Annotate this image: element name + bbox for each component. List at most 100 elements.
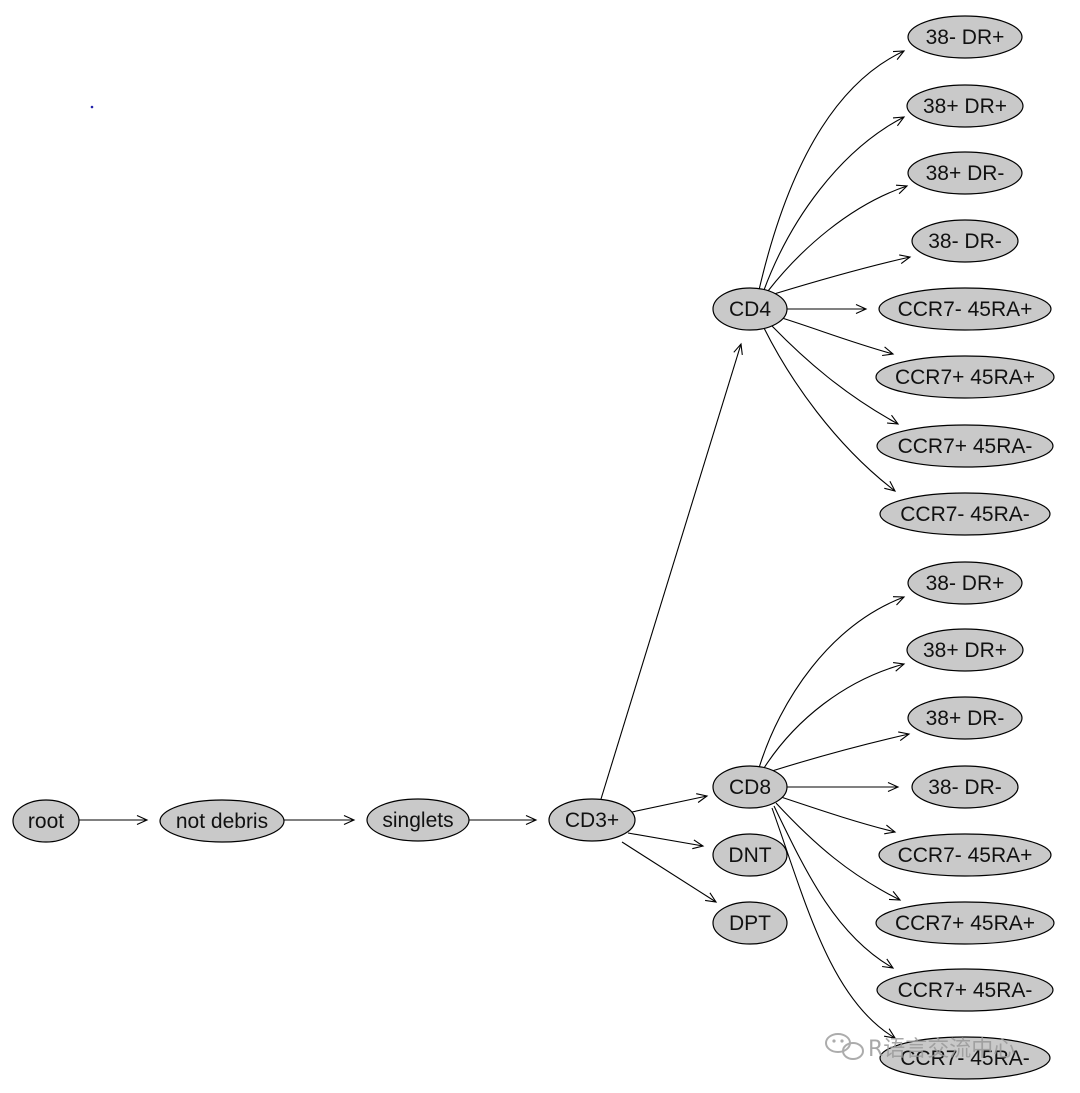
node-notdebris: not debris	[159, 799, 285, 843]
arrowhead	[886, 414, 900, 425]
node-ellipse	[366, 798, 470, 842]
edge-cd3-to-cd8	[631, 793, 709, 813]
arrowhead	[343, 814, 356, 826]
watermark-text: R语言交流中心	[868, 1037, 1015, 1062]
node-label: CCR7+ 45RA-	[898, 435, 1033, 458]
node-ellipse	[712, 765, 788, 809]
node-ellipse	[159, 799, 285, 843]
edge-cd8-to-cd8_d	[787, 781, 900, 793]
arrowhead	[136, 814, 149, 826]
node-cd4-e: CCR7- 45RA+	[878, 287, 1052, 331]
node-cd4-d: 38- DR-	[911, 219, 1019, 263]
node-cd8-e: CCR7- 45RA+	[878, 833, 1052, 877]
node-dpt: DPT	[712, 901, 788, 945]
node-cd8-d: 38- DR-	[911, 765, 1019, 809]
node-label: 38- DR+	[926, 26, 1005, 49]
node-ellipse	[879, 492, 1051, 536]
node-ellipse	[875, 355, 1055, 399]
arrowhead	[696, 793, 709, 803]
arrowhead	[705, 892, 718, 903]
node-cd8-g: CCR7+ 45RA-	[876, 968, 1054, 1012]
arrowhead	[882, 958, 895, 969]
node-label: 38- DR+	[926, 572, 1005, 595]
node-label: CD4	[729, 298, 771, 321]
edge-root-to-notdebris	[79, 814, 149, 826]
arrowhead	[887, 781, 900, 793]
node-ellipse	[548, 798, 636, 842]
node-cd8-h: CCR7- 45RA-	[879, 1036, 1051, 1080]
edge-cd8-to-cd8_h	[771, 807, 897, 1039]
node-cd8-f: CCR7+ 45RA+	[875, 901, 1055, 945]
arrowhead	[888, 891, 902, 901]
node-label: CCR7- 45RA+	[898, 298, 1033, 321]
node-label: DNT	[728, 844, 771, 867]
arrowhead	[898, 731, 911, 742]
watermark: R语言交流中心	[825, 1033, 1015, 1062]
node-ellipse	[906, 84, 1024, 128]
arrowhead	[884, 1028, 897, 1039]
edge-cd8-to-cd8_c	[771, 731, 911, 772]
edge-cd3-to-dnt	[627, 832, 705, 850]
node-ellipse	[12, 799, 80, 843]
node-singlets: singlets	[366, 798, 470, 842]
node-cd8: CD8	[712, 765, 788, 809]
node-label: 38+ DR-	[926, 707, 1005, 730]
node-cd4-f: CCR7+ 45RA+	[875, 355, 1055, 399]
arrowhead	[892, 596, 906, 606]
edge-cd8-to-cd8_e	[780, 796, 897, 835]
node-cd4-a: 38- DR+	[907, 15, 1023, 59]
node-cd8-c: 38+ DR-	[907, 696, 1023, 740]
arrowhead	[884, 480, 897, 492]
node-cd4-b: 38+ DR+	[906, 84, 1024, 128]
node-ellipse	[907, 151, 1023, 195]
arrowhead	[692, 839, 705, 850]
node-ellipse	[876, 968, 1054, 1012]
node-ellipse	[878, 833, 1052, 877]
node-ellipse	[907, 696, 1023, 740]
arrowhead	[884, 824, 897, 835]
node-root: root	[12, 799, 80, 843]
arrowhead	[893, 662, 906, 672]
arrowhead	[892, 116, 906, 127]
node-label: root	[28, 810, 64, 833]
arrowhead	[882, 346, 895, 357]
node-label: 38- DR-	[928, 776, 1002, 799]
node-ellipse	[911, 219, 1019, 263]
node-dnt: DNT	[712, 833, 788, 877]
edge-notdebris-to-singlets	[284, 814, 356, 826]
node-label: 38+ DR+	[923, 95, 1007, 118]
node-ellipse	[712, 833, 788, 877]
node-label: CCR7+ 45RA+	[895, 912, 1035, 935]
node-label: 38+ DR+	[923, 639, 1007, 662]
node-label: CCR7+ 45RA+	[895, 366, 1035, 389]
node-label: 38- DR-	[928, 230, 1002, 253]
node-label: CD8	[729, 776, 771, 799]
node-label: CCR7- 45RA-	[900, 503, 1030, 526]
node-ellipse	[879, 1036, 1051, 1080]
node-cd4: CD4	[712, 287, 788, 331]
node-ellipse	[907, 561, 1023, 605]
node-ellipse	[907, 15, 1023, 59]
node-label: DPT	[729, 912, 771, 935]
edge-cd4-to-cd4_a	[758, 50, 906, 291]
edge-cd8-to-cd8_a	[758, 596, 906, 769]
node-label: singlets	[382, 809, 453, 832]
node-label: CCR7- 45RA+	[898, 844, 1033, 867]
node-cd8-b: 38+ DR+	[906, 628, 1024, 672]
node-label: CCR7+ 45RA-	[898, 979, 1033, 1002]
edge-cd4-to-cd4_b	[763, 116, 906, 291]
node-ellipse	[876, 424, 1054, 468]
node-ellipse	[906, 628, 1024, 672]
edge-singlets-to-cd3	[469, 814, 538, 826]
node-cd8-a: 38- DR+	[907, 561, 1023, 605]
node-ellipse	[712, 287, 788, 331]
edge-cd4-to-cd4_e	[787, 303, 868, 315]
node-label: CD3+	[565, 809, 619, 832]
node-cd4-g: CCR7+ 45RA-	[876, 424, 1054, 468]
node-cd4-c: 38+ DR-	[907, 151, 1023, 195]
node-ellipse	[712, 901, 788, 945]
edge-cd4-to-cd4_h	[763, 327, 897, 492]
node-label: CCR7- 45RA-	[900, 1047, 1030, 1070]
arrowhead	[733, 342, 743, 355]
